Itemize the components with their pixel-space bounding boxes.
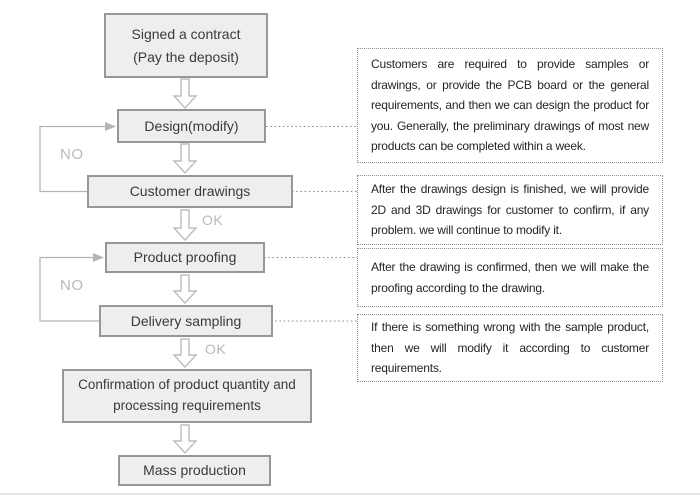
annotation-text: If there is something wrong with the sam… — [371, 320, 649, 376]
arrowhead-icon — [93, 253, 104, 262]
flow-node-customer-drawings: Customer drawings — [87, 175, 293, 208]
node-label: Signed a contract — [131, 26, 241, 43]
annotation-box-proofing: After the drawing is confirmed, then we … — [357, 248, 663, 307]
node-label: Confirmation of product quantity and pro… — [78, 377, 296, 413]
flow-node-mass-production: Mass production — [118, 455, 271, 486]
flow-node-delivery-sampling: Delivery sampling — [99, 305, 273, 337]
edge-label-no-design: NO — [60, 146, 84, 163]
flow-node-design: Design(modify) — [117, 109, 266, 143]
down-arrow-icon — [172, 209, 198, 242]
arrowhead-icon — [105, 122, 116, 131]
edge-label-ok-sampling: OK — [205, 341, 227, 357]
edge-label-no-proofing: NO — [60, 277, 84, 294]
down-arrow-icon — [172, 338, 198, 369]
down-arrow-icon — [172, 143, 198, 175]
annotation-box-design: Customers are required to provide sample… — [357, 48, 663, 163]
node-label: Delivery sampling — [130, 312, 242, 329]
node-label: Design(modify) — [144, 117, 239, 134]
flow-node-product-proofing: Product proofing — [105, 242, 265, 273]
annotation-text: Customers are required to provide sample… — [371, 57, 649, 154]
down-arrow-icon — [172, 424, 198, 455]
flow-node-confirmation: Confirmation of product quantity and pro… — [62, 369, 312, 423]
node-label: Product proofing — [133, 249, 237, 266]
node-label: Customer drawings — [129, 183, 251, 200]
annotation-box-drawings: After the drawings design is finished, w… — [357, 175, 663, 245]
node-sublabel: (Pay the deposit) — [133, 48, 239, 65]
down-arrow-icon — [172, 78, 198, 110]
flow-node-signed-contract: Signed a contract (Pay the deposit) — [104, 13, 268, 78]
edge-label-ok-drawings: OK — [202, 212, 224, 228]
annotation-text: After the drawing is confirmed, then we … — [371, 260, 649, 295]
annotation-box-sampling: If there is something wrong with the sam… — [357, 314, 663, 382]
down-arrow-icon — [172, 274, 198, 305]
annotation-text: After the drawings design is finished, w… — [371, 182, 649, 238]
node-label: Mass production — [143, 462, 246, 479]
image-bottom-edge — [0, 493, 700, 495]
